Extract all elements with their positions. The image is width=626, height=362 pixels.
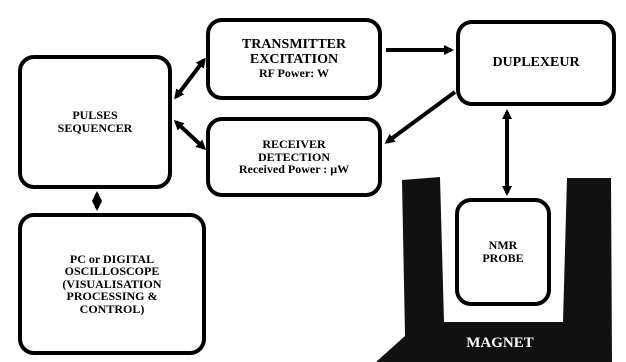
receiver-line-2: DETECTION (257, 149, 331, 164)
pulses-sequencer-block: PULSES SEQUENCER (18, 55, 172, 189)
nmr-probe-line-1: NMR (488, 238, 518, 253)
receiver-block: RECEIVER DETECTION Received Power : μW (206, 117, 382, 197)
transmitter-rf-power: RF Power: W (259, 66, 329, 81)
duplexer-block: DUPLEXEUR (456, 20, 616, 106)
pc-line-2: OSCILLOSCOPE (64, 264, 160, 279)
arrow-duplexer-receiver (384, 90, 457, 144)
nmr-probe-block: NMR PROBE (455, 198, 551, 306)
pulses-line-1: PULSES (72, 108, 118, 123)
pc-line-1: PC or DIGITAL (69, 251, 155, 266)
arrow-pulses-receiver (173, 119, 207, 151)
pc-oscilloscope-block: PC or DIGITAL OSCILLOSCOPE (VISUALISATIO… (18, 213, 206, 355)
magnet-body (376, 177, 612, 362)
receiver-line-1: RECEIVER (262, 137, 326, 152)
arrow-pulses-transmitter (174, 57, 206, 100)
transmitter-line-2: EXCITATION (249, 51, 339, 67)
duplexer-label: DUPLEXEUR (492, 54, 580, 70)
receiver-power: Received Power : μW (238, 162, 350, 177)
pulses-line-2: SEQUENCER (57, 121, 133, 135)
pc-line-3: (VISUALISATION (62, 276, 162, 291)
transmitter-block: TRANSMITTER EXCITATION RF Power: W (206, 18, 382, 100)
pc-line-4: PROCESSING & (66, 289, 158, 304)
pc-line-5: CONTROL) (79, 301, 145, 316)
magnet-label: MAGNET (466, 335, 534, 351)
nmr-probe-line-2: PROBE (482, 251, 524, 265)
transmitter-line-1: TRANSMITTER (241, 37, 347, 53)
